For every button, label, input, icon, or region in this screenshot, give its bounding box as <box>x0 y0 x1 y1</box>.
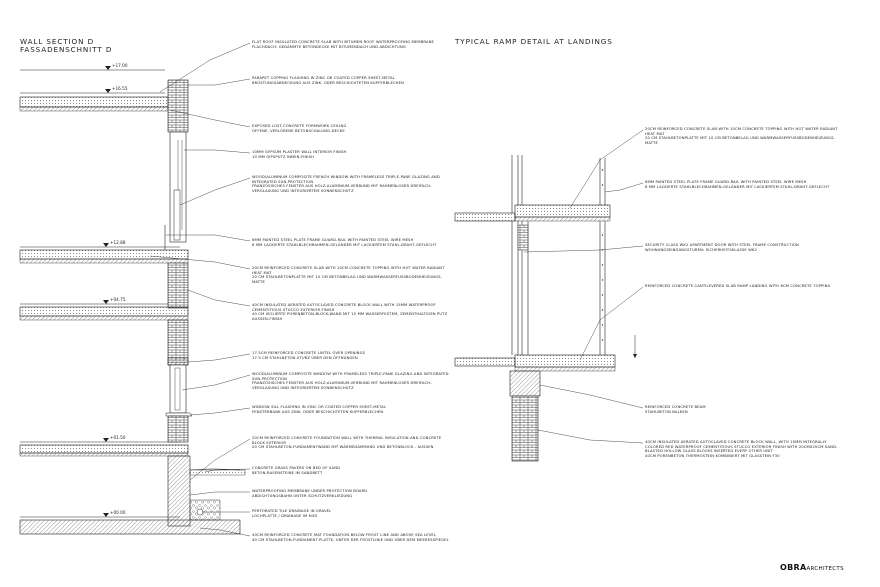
obra-architects-logo: OBRAARCHITECTS <box>780 563 844 572</box>
wall-note-window: WOOD/ALUMINUM COMPOSITE WINDOW WITH FRAM… <box>252 372 449 390</box>
ramp-note-guardrail: 6MM PAINTED STEEL PLATE FRAME GUARD-RAIL… <box>645 180 830 189</box>
wall-note-sill: WINDOW SILL FLASHING IN ZINC OR COATED C… <box>252 405 387 414</box>
elevation-label: +16.55 <box>112 86 128 91</box>
elevation-label: +12.88 <box>110 240 126 245</box>
elevation-label: +01.50 <box>110 435 126 440</box>
wall-note-foundation-wall: 20CM REINFORCED CONCRETE FOUNDATION WALL… <box>252 436 442 450</box>
ramp-note-block-wall: 40CM INSULATED AERATED AUTOCLAVED CONCRE… <box>645 440 838 458</box>
wall-section-title-de: FASSADENSCHNITT D <box>20 45 113 54</box>
elevation-label: +04.75 <box>110 297 126 302</box>
wall-note-membrane: WATERPROOFING MEMBRANE UNDER PROTECTION … <box>252 489 368 498</box>
wall-note-french-window: WOOD/ALUMINUM COMPOSITE FRENCH WINDOW WI… <box>252 175 440 193</box>
ramp-leader-lines <box>523 129 644 444</box>
wall-note-slab: 20CM REINFORCED CONCRETE SLAB WITH 10CM … <box>252 266 445 284</box>
wall-note-block-wall: 40CM INSULATED AERATED AUTOCLAVED CONCRE… <box>252 303 448 321</box>
wall-section-linework <box>19 66 246 535</box>
ramp-note-door: SECURITY CLASS WK2 APARTMENT DOOR WITH S… <box>645 243 799 252</box>
elevation-label: +17.00 <box>112 63 128 68</box>
wall-note-guardrail: 6MM PAINTED STEEL PLATE FRAME GUARD-RAIL… <box>252 238 437 247</box>
ramp-note-slab: 20CM REINFORCED CONCRETE SLAB WITH 10CM … <box>645 127 838 145</box>
wall-note-mat-foundation: 40CM REINFORCED CONCRETE MAT FOUNDATION … <box>252 533 449 542</box>
wall-note-lintel: 17.5CM REINFORCED CONCRETE LINTEL OVER O… <box>252 351 366 360</box>
ramp-note-landing: REINFORCED CONCRETE CANTILEVERED SLAB RA… <box>645 284 831 288</box>
wall-section-title: WALL SECTION D <box>20 37 95 46</box>
wall-leader-lines <box>149 42 251 537</box>
ramp-detail-title: TYPICAL RAMP DETAIL AT LANDINGS <box>455 37 613 46</box>
wall-note-roof: FLAT ROOF INSULATED CONCRETE SLAB WITH B… <box>252 40 434 49</box>
wall-note-plaster: 10MM GYPSUM PLASTER WALL INTERIOR FINISH… <box>252 150 347 159</box>
elevation-label: +00.00 <box>110 510 126 515</box>
wall-note-parapet: PARAPET COPPING FLASHING W ZINC OR COATE… <box>252 76 404 85</box>
ramp-detail-linework <box>454 155 637 462</box>
